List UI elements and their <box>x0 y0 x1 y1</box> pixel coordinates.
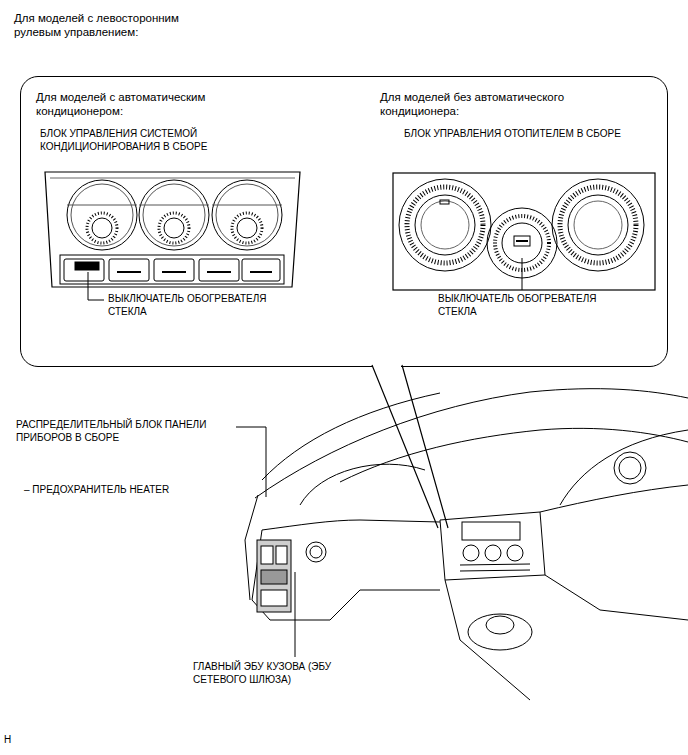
heater-control-panel <box>560 187 636 263</box>
ac-control-panel <box>45 172 300 287</box>
ac-control-panel <box>216 184 278 246</box>
ac-control-panel <box>75 262 99 270</box>
car-dashboard <box>445 580 530 700</box>
model-condition: Для моделей с автоматическим кондиционер… <box>36 90 261 119</box>
heater-control-panel <box>552 179 644 271</box>
heater-control-panel <box>421 201 469 249</box>
ac-control-panel <box>117 271 272 273</box>
ac-control-panel <box>159 213 189 243</box>
fuse-block <box>257 540 291 612</box>
car-dashboard <box>545 575 688 620</box>
ac-control-panel <box>164 218 184 238</box>
car-dashboard <box>486 616 514 634</box>
ac-control-panel <box>242 259 280 281</box>
heater-control-panel <box>568 195 628 255</box>
ac-control-panel <box>143 184 205 246</box>
car-dashboard <box>468 614 532 650</box>
car-dashboard <box>440 512 545 580</box>
car-dashboard <box>507 545 523 561</box>
part-label: БЛОК УПРАВЛЕНИЯ СИСТЕМОЙ КОНДИЦИОНИРОВАН… <box>40 128 240 153</box>
callout-pointer <box>372 365 448 528</box>
ac-control-panel <box>139 180 209 250</box>
callout-pointer <box>372 365 448 528</box>
callout-frame: Для моделей с автоматическим кондиционер… <box>20 76 668 367</box>
car-dashboard <box>463 545 479 561</box>
heater-control-panel <box>393 173 655 290</box>
ac-control-panel <box>237 218 257 238</box>
part-label: БЛОК УПРАВЛЕНИЯ ОТОПИТЕЛЕМ В СБОРЕ <box>404 128 662 141</box>
ac-control-panel <box>199 259 239 281</box>
heater-control-panel <box>440 200 449 204</box>
car-dashboard <box>619 457 641 479</box>
heater-control-panel <box>516 240 528 242</box>
ac-control-panel <box>212 180 282 250</box>
callout-pointer <box>373 364 401 368</box>
car-dashboard <box>540 485 688 512</box>
ac-control-panel <box>67 205 282 206</box>
fuse-block <box>261 546 273 564</box>
part-label: ВЫКЛЮЧАТЕЛЬ ОБОГРЕВАТЕЛЯ СТЕКЛА <box>108 293 298 318</box>
car-dashboard <box>460 564 530 571</box>
fuse-block <box>257 540 291 612</box>
car-dashboard <box>262 520 440 530</box>
model-condition: Для моделей без автоматического кондицио… <box>380 90 615 119</box>
car-dashboard <box>560 430 688 505</box>
part-label: ВЫКЛЮЧАТЕЛЬ ОБОГРЕВАТЕЛЯ СТЕКЛА <box>438 293 628 318</box>
heater-control-panel <box>393 173 655 290</box>
ac-control-panel <box>67 180 137 250</box>
car-dashboard <box>462 522 520 540</box>
leader-lines <box>236 427 266 497</box>
car-dashboard <box>300 464 425 505</box>
car-dashboard <box>340 428 688 482</box>
heading: Для моделей с левосторонним рулевым упра… <box>14 11 199 40</box>
car-dashboard <box>310 546 322 558</box>
ac-control-panel <box>45 172 300 300</box>
car-dashboard <box>252 530 440 620</box>
ac-control-panel <box>232 213 262 243</box>
heater-control-panel <box>574 201 622 249</box>
car-dashboard <box>245 389 688 700</box>
heater-control-panel <box>407 187 483 263</box>
leader-lines <box>236 427 295 657</box>
ac-control-panel <box>109 259 149 281</box>
ac-control-panel <box>50 178 295 179</box>
part-label: РАСПРЕДЕЛИТЕЛЬНЫЙ БЛОК ПАНЕЛИ ПРИБОРОВ В… <box>16 419 234 444</box>
ac-control-panel <box>92 218 112 238</box>
figure-code: H <box>4 734 24 747</box>
car-dashboard <box>255 389 688 498</box>
heater-control-panel <box>502 223 542 263</box>
ac-control-panel <box>88 272 104 300</box>
heater-control-panel <box>514 236 530 246</box>
leader-lines <box>295 572 296 657</box>
ac-control-panel <box>154 259 194 281</box>
car-dashboard <box>306 542 326 562</box>
fuse-block <box>276 546 287 564</box>
heater-control-panel <box>522 258 523 290</box>
heater-control-panel <box>399 179 491 271</box>
car-dashboard <box>485 545 501 561</box>
part-label: – ПРЕДОХРАНИТЕЛЬ HEATER <box>24 484 174 497</box>
part-label: ГЛАВНЫЙ ЭБУ КУЗОВА (ЭБУ СЕТЕВОГО ШЛЮЗА) <box>193 661 378 686</box>
fuse-block <box>261 570 287 584</box>
fuse-block <box>261 590 287 606</box>
ac-control-panel <box>87 213 117 243</box>
ac-control-panel <box>64 259 104 281</box>
heater-control-panel <box>415 195 475 255</box>
car-dashboard <box>614 452 646 484</box>
ac-control-panel <box>60 255 284 284</box>
car-dashboard <box>245 495 258 600</box>
ac-control-panel <box>71 184 133 246</box>
